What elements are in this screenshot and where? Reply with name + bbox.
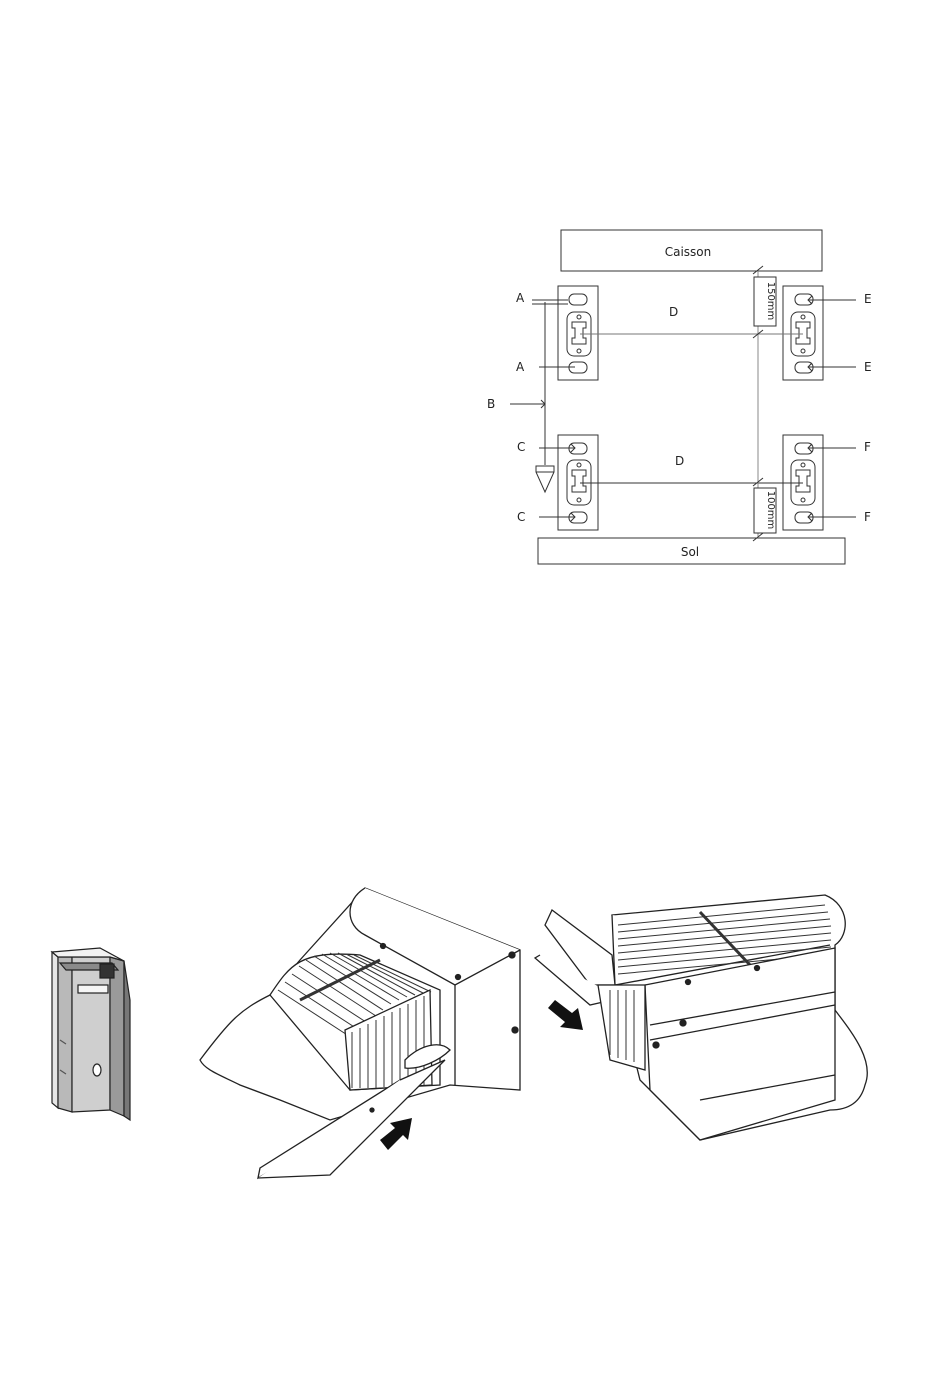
label-e-bottom: E [864,360,872,374]
label-c-top: C [517,440,525,454]
remove-arrow-icon [548,1000,583,1030]
label-f-top: F [864,440,871,454]
dimension-bottom-label: 100mm [765,491,776,530]
installation-diagram: Caisson Sol [510,230,856,564]
label-d-top: D [669,305,678,319]
label-e-top: E [864,292,872,306]
plumb-bob [536,466,554,492]
label-c-bottom: C [517,510,525,524]
unit-remove-illustration [535,895,867,1140]
label-b: B [487,397,495,411]
label-a-bottom: A [516,360,525,374]
label-d-bottom: D [675,454,684,468]
profile-rail-illustration [52,948,130,1120]
dimension-top-label: 150mm [765,282,776,321]
sol-label: Sol [681,545,699,559]
unit-insert-illustration [200,888,520,1178]
insert-arrow-icon [380,1118,412,1150]
label-a-top: A [516,291,525,305]
label-f-bottom: F [864,510,871,524]
caisson-label: Caisson [665,245,712,259]
